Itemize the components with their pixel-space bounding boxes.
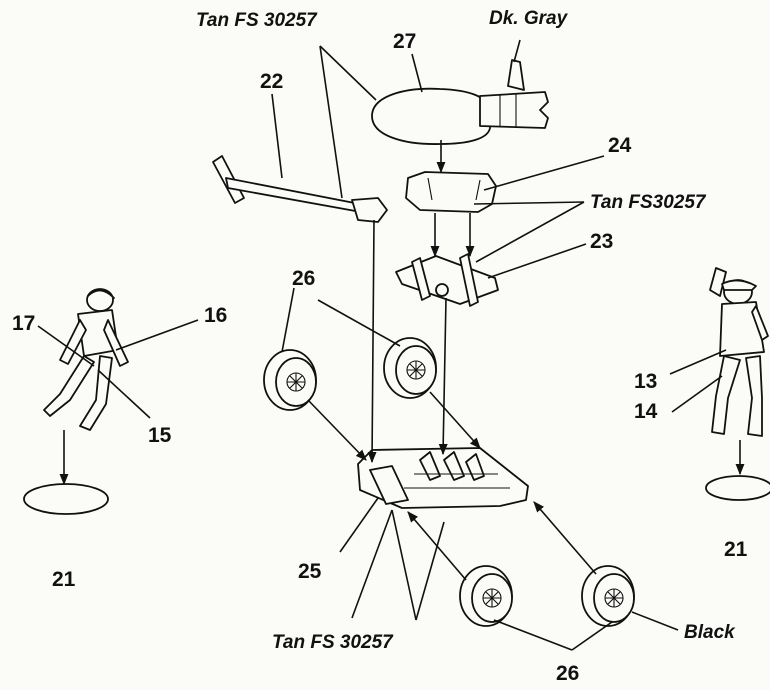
part-number-17: 17 [12, 312, 35, 335]
leader-lines [37, 39, 727, 651]
part-number-16: 16 [204, 304, 227, 327]
part-number-26-bottom: 26 [556, 662, 579, 685]
part-number-15: 15 [148, 424, 172, 447]
part-number-27: 27 [393, 30, 416, 53]
label-tan-bottom: Tan FS 30257 [272, 632, 394, 653]
label-dk-gray: Dk. Gray [489, 8, 569, 29]
wheel-bottom-left [459, 565, 513, 627]
trolley-chassis-part-25 [357, 447, 529, 509]
part-number-25: 25 [298, 560, 322, 583]
part-number-26-top: 26 [292, 267, 315, 290]
wheel-top-right [383, 337, 437, 399]
base-left [23, 483, 109, 515]
label-black: Black [684, 622, 736, 643]
part-number-21-right: 21 [724, 538, 748, 561]
part-number-21-left: 21 [52, 568, 76, 591]
bracket-part-23 [395, 253, 499, 307]
wheel-top-left [263, 349, 317, 411]
part-number-24: 24 [608, 134, 632, 157]
label-tan-top: Tan FS 30257 [196, 10, 318, 31]
label-tan-mid: Tan FS30257 [590, 192, 707, 213]
wheel-bottom-right [581, 565, 635, 627]
rod-part-22 [212, 155, 388, 223]
cradle-part-24 [405, 171, 497, 213]
part-number-23: 23 [590, 230, 613, 253]
part-number-22: 22 [260, 70, 283, 93]
standing-figure [709, 267, 769, 437]
part-number-13: 13 [634, 370, 657, 393]
bomb-part-27 [371, 59, 549, 145]
part-number-14: 14 [634, 400, 658, 423]
base-right [705, 475, 770, 501]
